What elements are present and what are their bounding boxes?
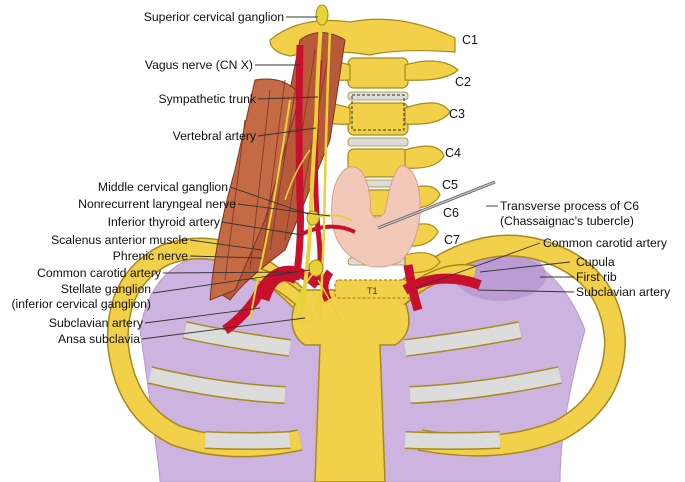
ribs-left xyxy=(106,237,308,458)
label-sympathetic-trunk: Sympathetic trunk xyxy=(158,92,256,106)
label-cupula: Cupula xyxy=(576,255,615,269)
cervical-spine xyxy=(269,18,459,299)
label-chassaignac-tubercle: (Chassaignac’s tubercle) xyxy=(500,214,634,228)
label-stellate-ganglion-sub: (inferior cervical ganglion) xyxy=(11,297,151,311)
label-vertebral-artery: Vertebral artery xyxy=(173,129,257,143)
label-common-carotid-artery-right: Common carotid artery xyxy=(543,236,668,250)
vertebra-label-t1: T1 xyxy=(367,286,378,296)
stellate-ganglion-shape xyxy=(308,259,324,277)
right-leader-lines xyxy=(415,205,575,293)
vertebra-label-c3: C3 xyxy=(449,107,465,121)
sternum xyxy=(291,289,410,482)
vertebra-label-c4: C4 xyxy=(445,146,461,160)
superior-cervical-ganglion-shape xyxy=(315,4,329,26)
label-first-rib: First rib xyxy=(576,270,617,284)
label-nonrecurrent-laryngeal-nerve: Nonrecurrent laryngeal nerve xyxy=(78,197,236,211)
vertebra-label-c1: C1 xyxy=(462,33,478,47)
vertebra-label-c7: C7 xyxy=(444,233,460,247)
label-superior-cervical-ganglion: Superior cervical ganglion xyxy=(144,10,284,24)
label-vagus-nerve: Vagus nerve (CN X) xyxy=(145,58,253,72)
label-middle-cervical-ganglion: Middle cervical ganglion xyxy=(98,180,228,194)
needle xyxy=(377,180,496,230)
label-subclavian-artery-right: Subclavian artery xyxy=(576,285,671,299)
vertebra-labels: C1 C2 C3 C4 C5 C6 C7 T1 xyxy=(367,33,478,296)
nerves xyxy=(249,4,353,324)
label-ansa-subclavia: Ansa subclavia xyxy=(58,332,140,346)
left-labels: Superior cervical ganglion Vagus nerve (… xyxy=(11,10,284,346)
label-phrenic-nerve: Phrenic nerve xyxy=(113,249,188,263)
label-subclavian-artery-left: Subclavian artery xyxy=(49,316,144,330)
label-scalenus-anterior-muscle: Scalenus anterior muscle xyxy=(51,233,188,247)
vertebra-label-c5: C5 xyxy=(442,178,458,192)
ribs-right xyxy=(387,234,627,457)
label-transverse-process-c6: Transverse process of C6 xyxy=(500,199,639,213)
vertebra-label-c2: C2 xyxy=(455,75,471,89)
label-common-carotid-artery-left: Common carotid artery xyxy=(37,266,162,280)
label-inferior-thyroid-artery: Inferior thyroid artery xyxy=(108,215,221,229)
left-leader-lines xyxy=(141,16,331,340)
right-labels: Transverse process of C6 (Chassaignac’s … xyxy=(500,199,671,299)
label-stellate-ganglion: Stellate ganglion xyxy=(61,282,151,296)
vertebra-label-c6: C6 xyxy=(443,206,459,220)
thyroid-gland xyxy=(331,164,421,268)
